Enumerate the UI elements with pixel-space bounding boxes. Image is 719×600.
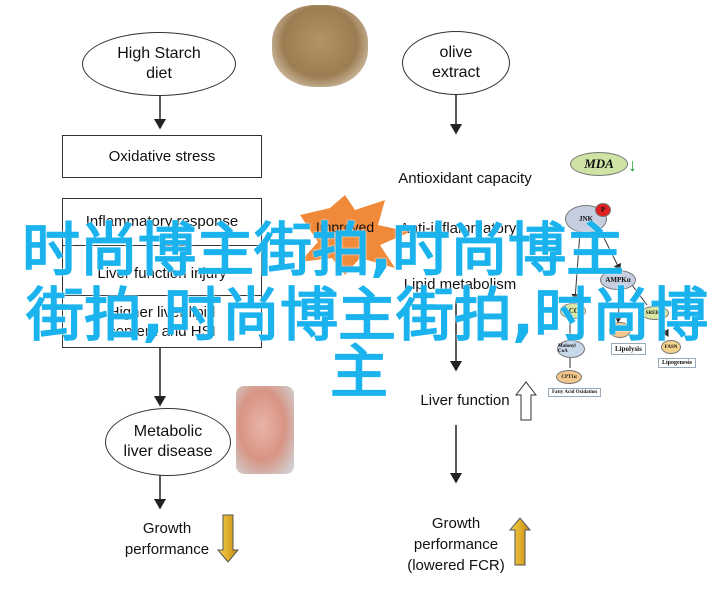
improved-label: Improved xyxy=(315,219,375,235)
atgl-node: ATGL xyxy=(609,322,631,338)
watermark-line-3: 主 xyxy=(330,338,389,406)
effects-box: Inflammatory response Liver function inj… xyxy=(62,198,262,348)
watermark-line-2: 街拍,时尚博主街拍,时尚博 xyxy=(26,281,709,349)
watermark-line-1: 时尚博主街拍,时尚博主 xyxy=(22,216,625,284)
effect-liver-injury: Liver function injury xyxy=(97,265,227,282)
metabolic-liver-disease-node: Metabolic liver disease xyxy=(105,408,231,476)
mda-down-arrow: ↓ xyxy=(628,155,637,175)
oxidative-label: Oxidative stress xyxy=(108,148,216,165)
oxidative-stress-box: Oxidative stress xyxy=(62,135,262,178)
lipid-metabolism-label: Lipid metabolism xyxy=(403,276,517,293)
high-starch-diet-node: High Starch diet xyxy=(82,32,236,96)
liver-function-up-arrow xyxy=(514,381,538,421)
growth-performance-right: Growth performance (lowered FCR) xyxy=(407,515,505,574)
diet-label: High Starch diet xyxy=(117,45,201,82)
cpt-node: CPT1α xyxy=(556,370,582,384)
growth-performance-left: Growth performance xyxy=(124,520,210,558)
antioxidant-label: Antioxidant capacity xyxy=(398,170,532,187)
acc-node: ACC1 xyxy=(560,303,586,319)
starch-powder-image xyxy=(272,5,368,87)
liver-image xyxy=(236,386,294,474)
anti-inflammatory-label: Anti-inflammatory xyxy=(399,220,517,237)
srebp-node: SREBP1 xyxy=(641,306,669,320)
improved-starburst xyxy=(300,195,410,275)
lipolysis-box: Lipolysis xyxy=(611,343,646,355)
p-node: P xyxy=(595,203,611,217)
effect-inflammatory: Inflammatory response xyxy=(85,213,239,230)
liver-function-label: Liver function xyxy=(420,392,510,409)
disease-label: Metabolic liver disease xyxy=(123,423,213,460)
extract-label: olive extract xyxy=(431,44,480,81)
fasn-node: FASN xyxy=(661,340,681,354)
malonyl-node: Malonyl CoA xyxy=(557,340,585,358)
mda-node: MDA xyxy=(570,152,628,176)
growth-down-arrow xyxy=(216,514,240,563)
ampk-node: AMPKα xyxy=(600,270,636,290)
olive-extract-node: olive extract xyxy=(402,31,510,95)
fao-box: Fatty Acid Oxidation xyxy=(548,388,602,397)
lipogenesis-box: Lipogenesis xyxy=(658,358,697,368)
growth-up-arrow xyxy=(508,517,532,566)
effect-lipid-hsi: Higher liver lipid content and HSI xyxy=(108,304,216,340)
